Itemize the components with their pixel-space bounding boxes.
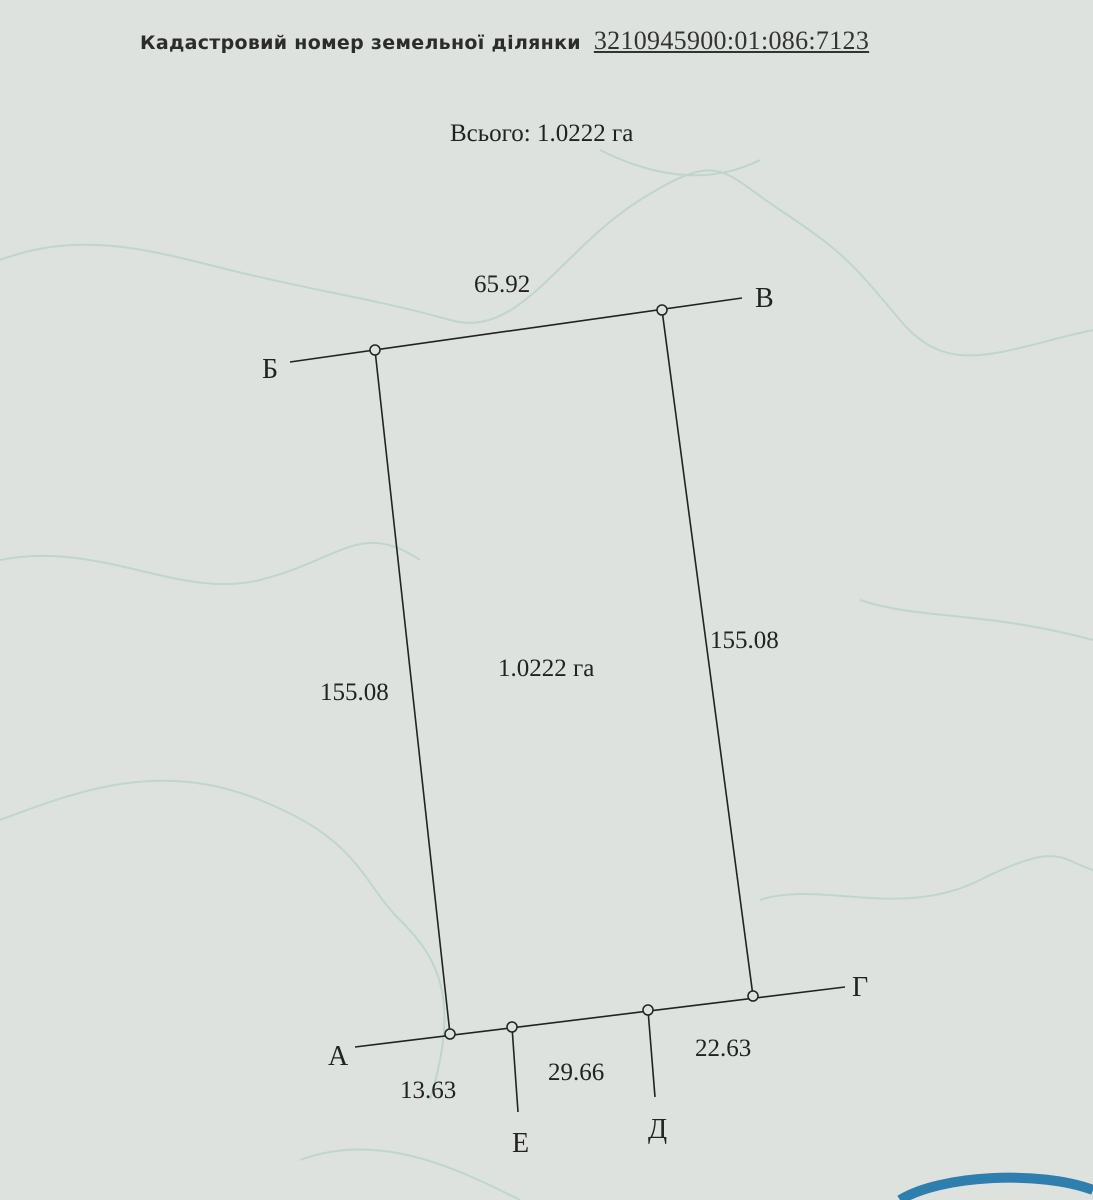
point-label-g: Г <box>852 972 868 1003</box>
seal-stamp <box>897 1172 1093 1200</box>
length-right: 155.08 <box>710 627 779 654</box>
point-label-v: В <box>755 283 774 314</box>
point-label-d: Д <box>648 1114 667 1145</box>
length-left: 155.08 <box>320 679 389 706</box>
point-label-b: Б <box>262 354 278 385</box>
plot-area: 1.0222 га <box>498 655 594 682</box>
length-ed: 29.66 <box>548 1059 604 1086</box>
length-dg: 22.63 <box>695 1035 751 1062</box>
background-contours <box>0 149 1093 1200</box>
boundary-points <box>369 304 759 1040</box>
point-label-e: Е <box>512 1128 529 1159</box>
length-top: 65.92 <box>474 271 530 298</box>
cadastral-label: Кадастровий номер земельної ділянки <box>140 32 581 54</box>
cadastral-number: 3210945900:01:086:7123 <box>593 26 870 55</box>
total-area: Всього: 1.0222 га <box>450 120 634 147</box>
plot-boundary <box>289 297 846 1113</box>
cadastral-header: Кадастровий номер земельної ділянки 3210… <box>140 26 869 56</box>
length-ae: 13.63 <box>400 1077 456 1104</box>
point-label-a: А <box>328 1041 349 1072</box>
